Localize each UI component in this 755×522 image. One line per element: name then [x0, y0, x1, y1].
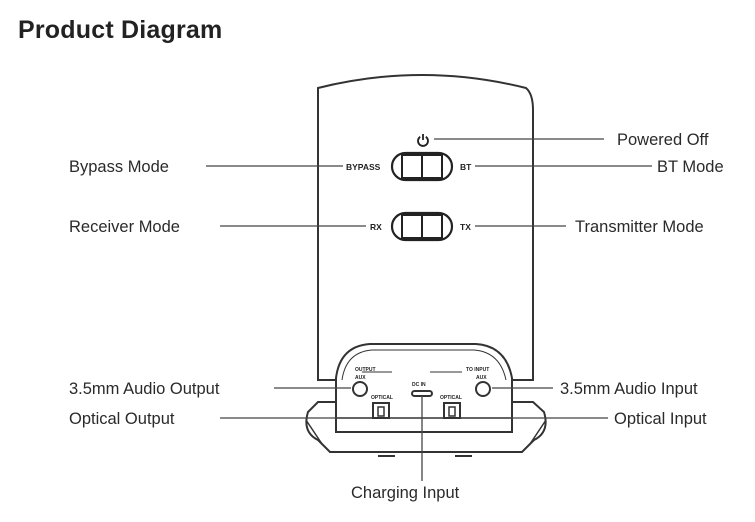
- aux-right-label: AUX: [476, 375, 487, 381]
- rx-tx-switch: [390, 211, 454, 242]
- power-icon: [417, 134, 429, 147]
- transmitter-mode-label: Transmitter Mode: [575, 218, 704, 236]
- powered-off-label: Powered Off: [617, 131, 709, 149]
- optical-left-label: OPTICAL: [371, 395, 393, 401]
- bypass-mode-label: Bypass Mode: [69, 158, 169, 176]
- optical-input-label: Optical Input: [614, 410, 707, 428]
- aux-input-port: [475, 381, 491, 397]
- aux-left-label: AUX: [355, 375, 366, 381]
- page-title: Product Diagram: [18, 16, 223, 44]
- charging-input-label: Charging Input: [351, 484, 460, 502]
- bypass-bt-switch: [390, 151, 454, 182]
- bt-text: BT: [460, 162, 472, 172]
- input-header-label: TO INPUT: [466, 367, 489, 373]
- output-header-label: OUTPUT: [355, 367, 376, 373]
- bypass-text: BYPASS: [346, 162, 381, 172]
- receiver-mode-label: Receiver Mode: [69, 218, 180, 236]
- tx-text: TX: [460, 222, 471, 232]
- audio-output-label: 3.5mm Audio Output: [69, 380, 220, 398]
- optical-output-label: Optical Output: [69, 410, 175, 428]
- dc-in-label: DC IN: [412, 382, 426, 388]
- bt-mode-label: BT Mode: [657, 158, 724, 176]
- audio-input-label: 3.5mm Audio Input: [560, 380, 698, 398]
- rx-text: RX: [370, 222, 382, 232]
- leader-lines: [206, 138, 652, 481]
- optical-right-label: OPTICAL: [440, 395, 462, 401]
- dc-in-port: [411, 390, 433, 397]
- aux-output-port: [352, 381, 368, 397]
